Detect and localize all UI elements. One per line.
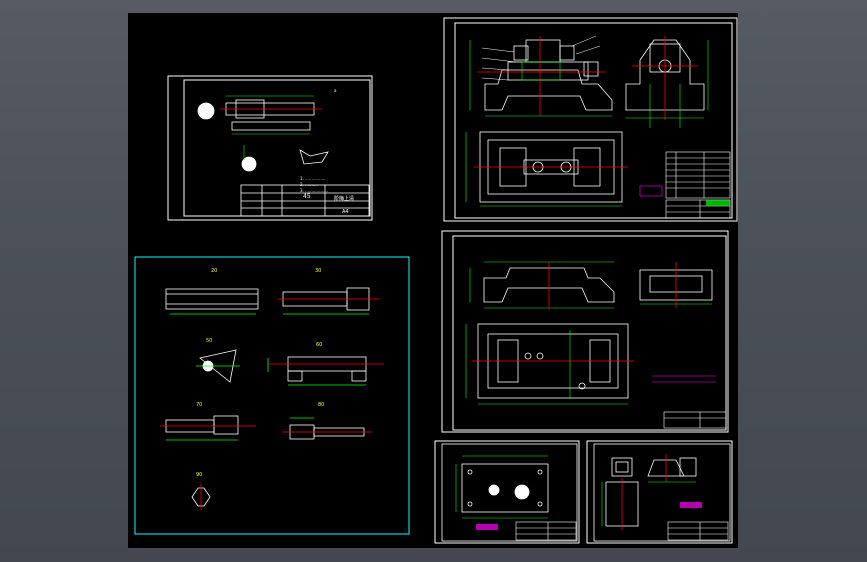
svg-text:3. ..................: 3. ..................	[300, 188, 328, 193]
sheet-parts-list[interactable]: 20 30 50 60	[134, 256, 410, 535]
title-label: 阶梅上清	[334, 195, 354, 202]
part-label: 50	[206, 338, 212, 344]
material-label: 45	[303, 193, 311, 200]
part-label: 70	[196, 402, 202, 408]
svg-text:2. ..........: 2. ..........	[300, 182, 318, 187]
scale-label: A4	[342, 209, 349, 215]
drawing-canvas[interactable]	[128, 13, 738, 548]
sheet-plate[interactable]	[434, 440, 580, 544]
svg-text:a: a	[334, 88, 337, 93]
part-label: 60	[316, 342, 322, 348]
sheet-vise-assembly[interactable]	[443, 17, 738, 222]
svg-text:1. ................: 1. ................	[300, 176, 325, 181]
part-label: 80	[318, 402, 324, 408]
sheet-vise-body[interactable]	[441, 230, 729, 433]
part-label: 20	[211, 268, 217, 274]
part-label: 90	[196, 472, 202, 478]
sheet-shaft-part[interactable]: a 1. ................ 2. .......... 3. .…	[167, 75, 373, 221]
part-label: 30	[315, 268, 321, 274]
sheet-jaw[interactable]	[586, 440, 733, 544]
